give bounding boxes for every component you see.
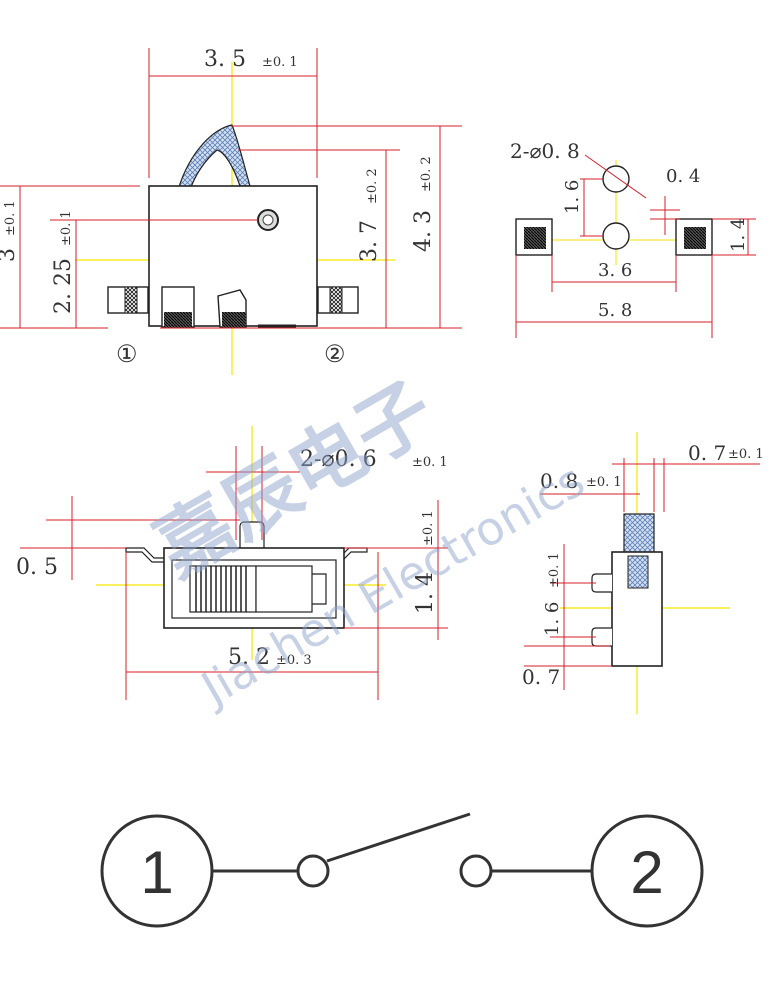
front-height-total-value: 4. 3 [411, 210, 436, 252]
front-pivot-height-value: 2. 25 [51, 258, 76, 314]
top-length-value: 5. 2 [228, 645, 270, 670]
front-height-left-value: 3 [0, 248, 20, 262]
side-offset-tol: ±0. 1 [728, 447, 764, 462]
front-terminal-1: ① [116, 340, 138, 368]
schematic-terminal-2: 2 [630, 839, 663, 906]
front-height-left-tol: ±0. 1 [3, 200, 18, 236]
front-view: 3. 5 ±0. 1 3. 7 ±0. 2 4. 3 ±0. 2 3 ±0. 1… [0, 47, 462, 375]
footprint-view: 2-⌀0. 8 1. 6 0. 4 1. 4 3. 6 5. 8 [510, 139, 756, 338]
top-body-height-tol: ±0. 1 [421, 510, 436, 546]
top-hole-tol: ±0. 1 [412, 455, 448, 470]
schematic: 1 2 [100, 812, 704, 928]
top-length-tol: ±0. 3 [276, 653, 312, 668]
spring-coil [195, 566, 247, 612]
switch-lever [326, 812, 471, 863]
top-view: 2-⌀0. 6 ±0. 1 0. 5 1. 4 ±0. 1 5. 2 ±0. 3 [16, 426, 448, 700]
front-height-body-tol: ±0. 2 [365, 168, 380, 204]
front-height-body-value: 3. 7 [357, 220, 382, 262]
side-actuator-width-tol: ±0. 1 [586, 475, 622, 490]
front-width-value: 3. 5 [204, 47, 246, 72]
footprint-hole-pitch: 1. 6 [562, 180, 583, 214]
footprint-outer-span: 5. 8 [598, 300, 632, 321]
top-body-height-value: 1. 4 [413, 572, 438, 614]
footprint-inner-span: 3. 6 [598, 260, 632, 281]
side-offset-value: 0. 7 [688, 441, 726, 465]
side-bottom-value: 0. 7 [522, 665, 560, 689]
schematic-terminal-1: 1 [140, 839, 173, 906]
top-lead-height: 0. 5 [16, 555, 58, 580]
side-actuator-width-value: 0. 8 [540, 469, 578, 493]
side-view: 0. 8 ±0. 1 0. 7 ±0. 1 1. 6 ±0. 1 0. 7 [522, 432, 764, 714]
top-hole-spec: 2-⌀0. 6 [300, 447, 377, 472]
front-pivot-height-tol: ±0. 1 [59, 210, 74, 246]
footprint-hole-spec: 2-⌀0. 8 [510, 139, 580, 163]
footprint-pad-offset: 0. 4 [666, 166, 700, 187]
front-terminal-2: ② [324, 340, 346, 368]
footprint-pad-height: 1. 4 [728, 218, 749, 252]
front-height-total-tol: ±0. 2 [419, 156, 434, 192]
side-pin-pitch-tol: ±0. 1 [547, 552, 562, 588]
side-pin-pitch-value: 1. 6 [542, 602, 563, 636]
front-width-tol: ±0. 1 [262, 55, 298, 70]
